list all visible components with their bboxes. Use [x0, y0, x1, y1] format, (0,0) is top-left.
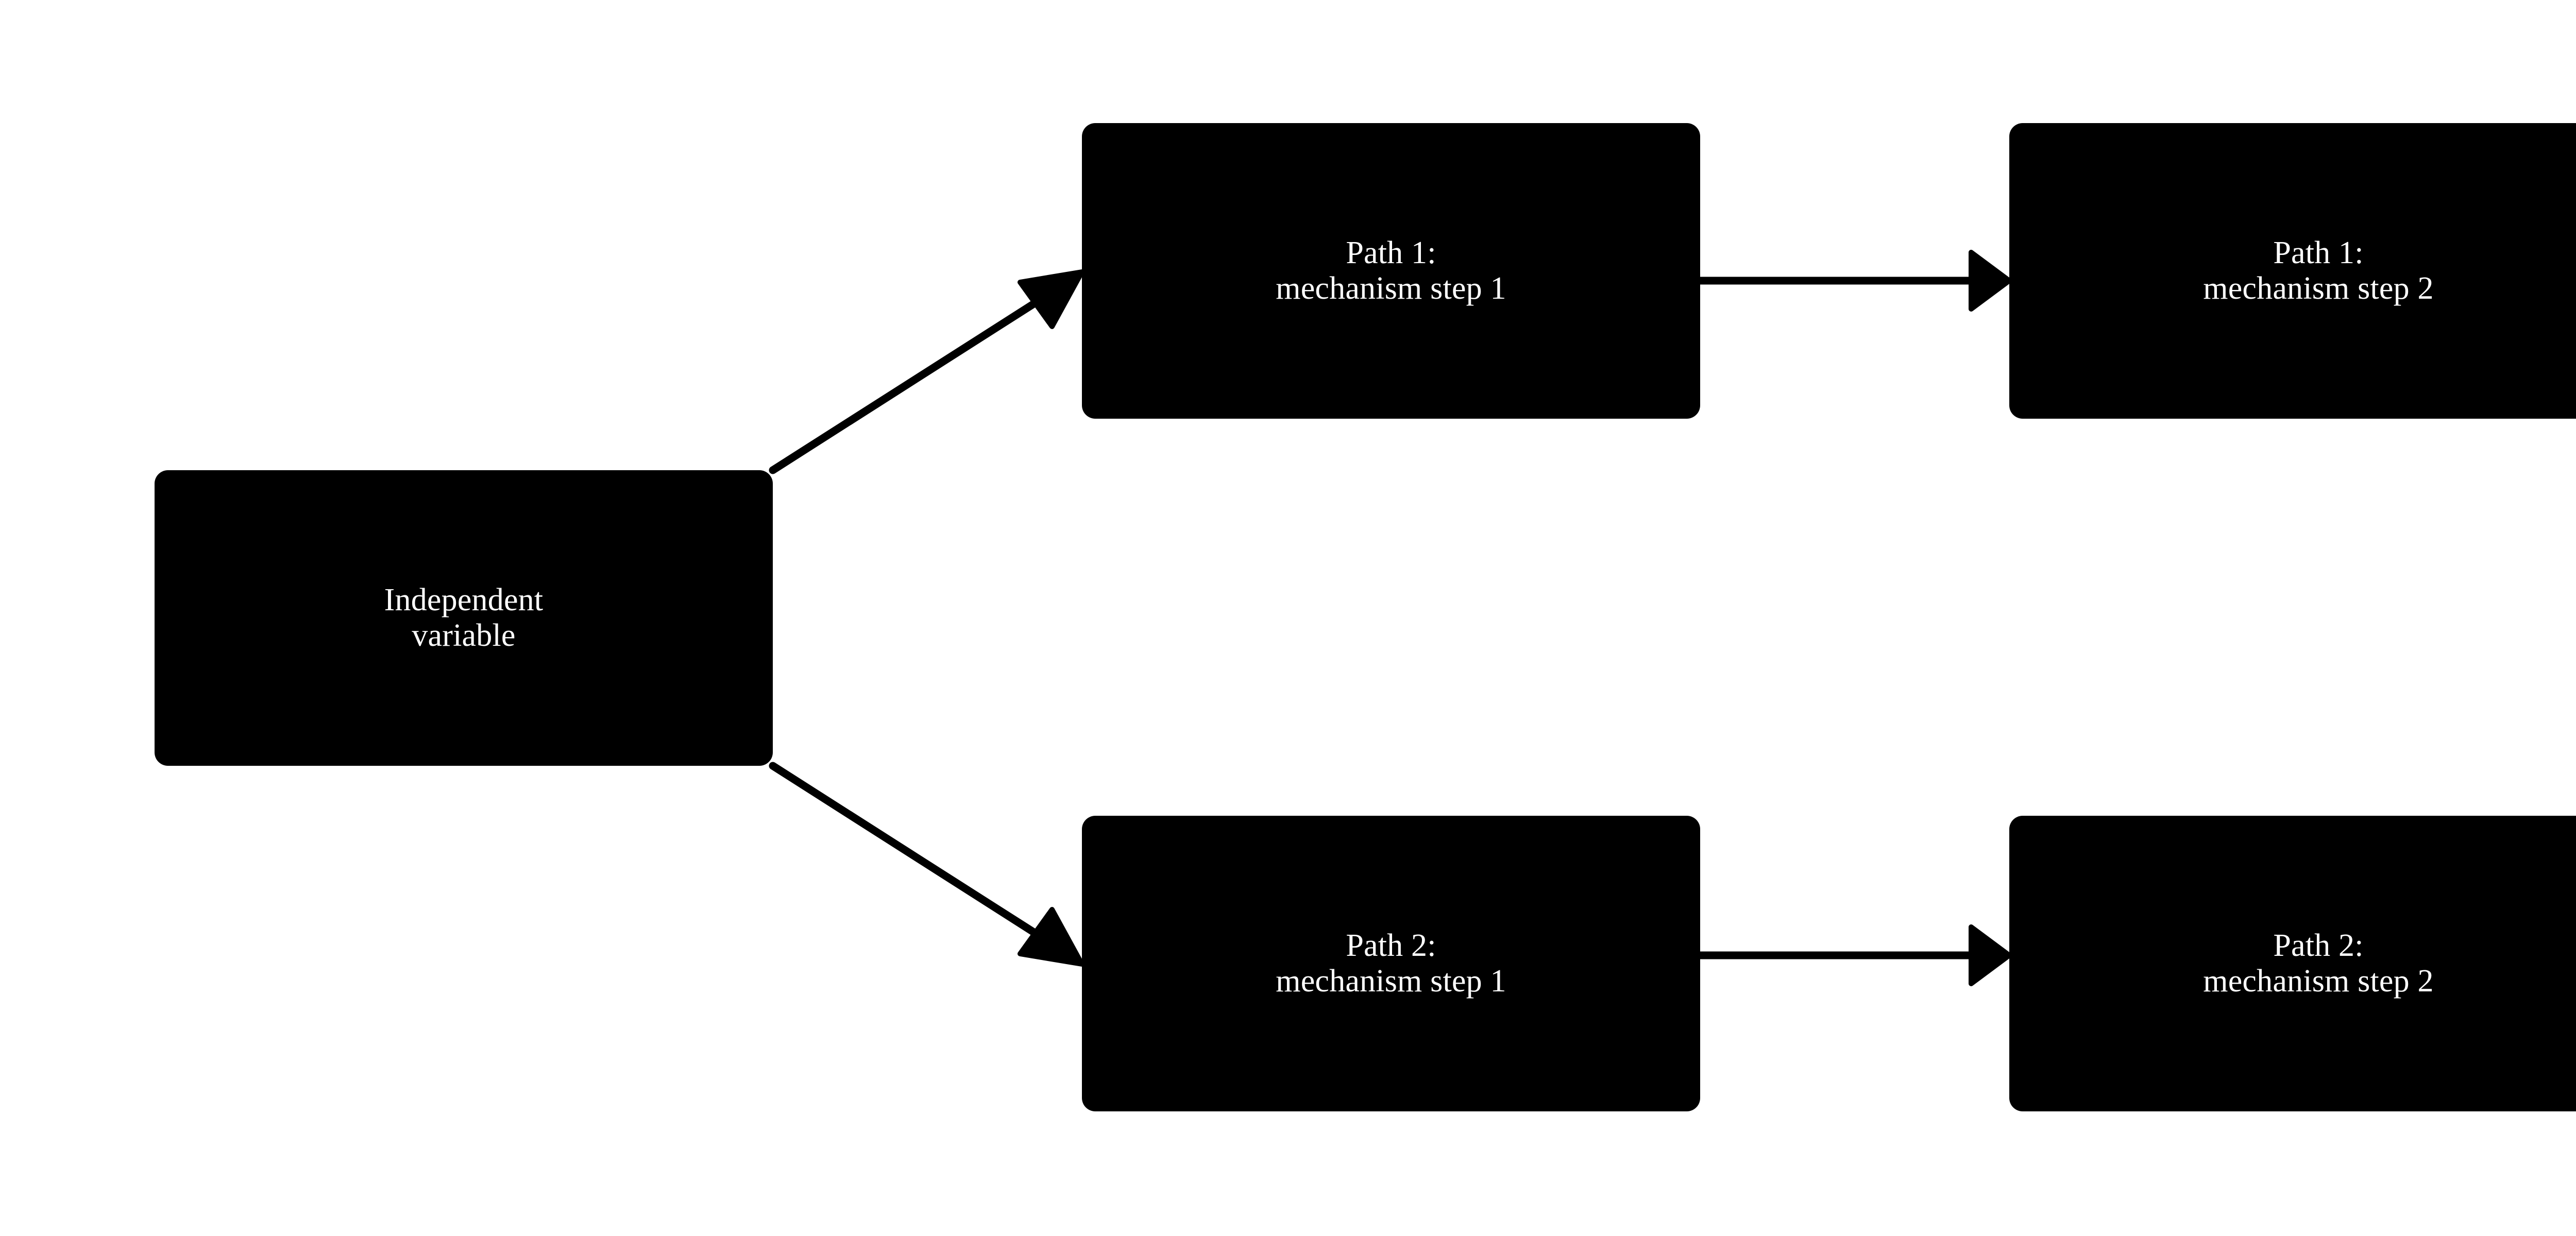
- node-independent-variable[interactable]: Independent variable: [155, 470, 773, 766]
- node-path1-step1-label: Path 1: mechanism step 1: [1276, 235, 1506, 306]
- node-path1-step2-label: Path 1: mechanism step 2: [2203, 235, 2434, 306]
- node-independent-variable-label: Independent variable: [384, 582, 544, 653]
- node-path2-step2-label: Path 2: mechanism step 2: [2203, 928, 2434, 999]
- edge-path2-step1-to-path2-step2: [1700, 924, 2012, 986]
- node-path1-step1[interactable]: Path 1: mechanism step 1: [1082, 123, 1700, 419]
- node-path1-step2[interactable]: Path 1: mechanism step 2: [2009, 123, 2576, 419]
- edge-independent-to-path2-step1: [769, 762, 1084, 967]
- node-path2-step2[interactable]: Path 2: mechanism step 2: [2009, 816, 2576, 1111]
- node-path2-step1[interactable]: Path 2: mechanism step 1: [1082, 816, 1700, 1111]
- node-path2-step1-label: Path 2: mechanism step 1: [1276, 928, 1506, 999]
- edge-path1-step1-to-path1-step2: [1700, 250, 2012, 312]
- edge-independent-to-path1-step1: [769, 269, 1084, 474]
